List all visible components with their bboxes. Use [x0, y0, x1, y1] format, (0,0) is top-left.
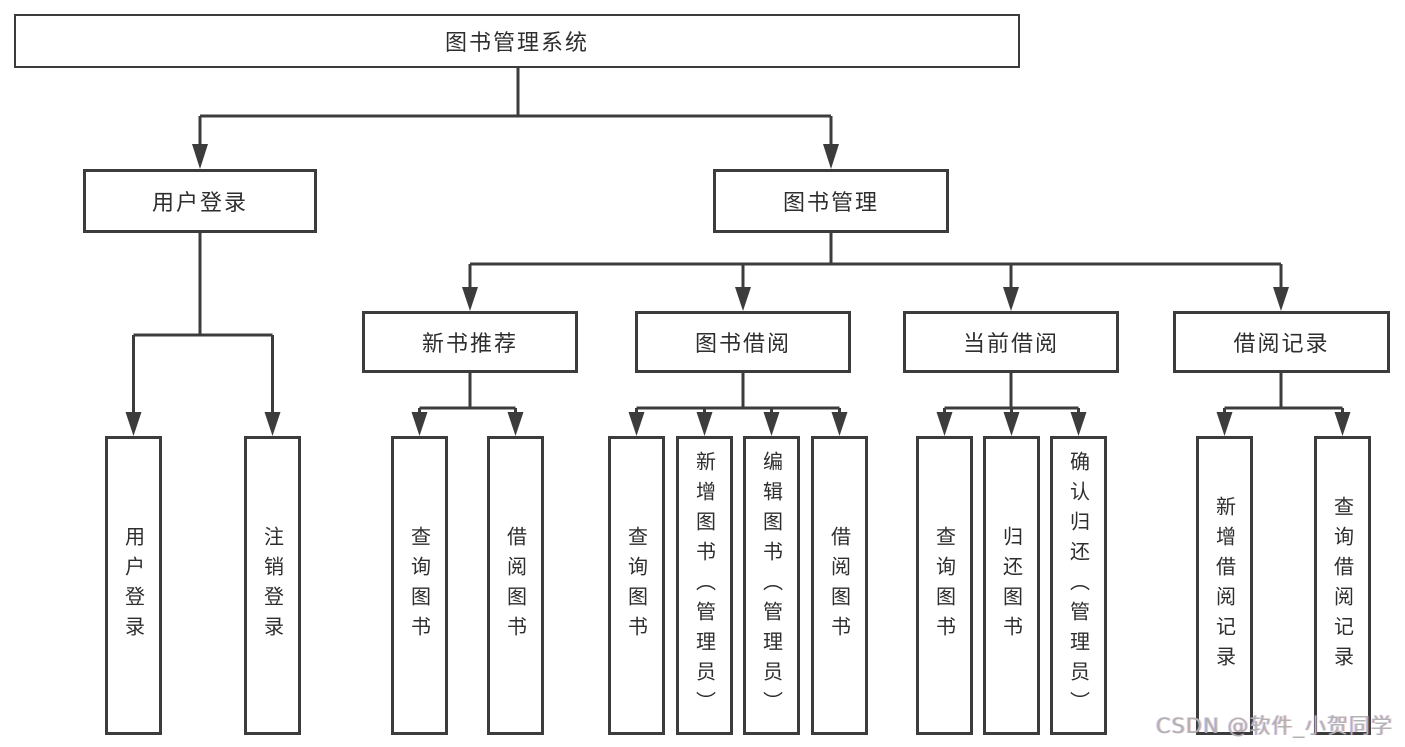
- leaf-bb-query-books: 查询图书: [608, 436, 665, 735]
- node-current-borrowing: 当前借阅: [903, 311, 1119, 373]
- leaf-br-query-borrow-record: 查询借阅记录: [1314, 436, 1371, 735]
- leaf-cb-return-books: 归还图书: [983, 436, 1040, 735]
- leaf-user-login: 用户登录: [105, 436, 162, 735]
- node-user-login: 用户登录: [83, 169, 317, 233]
- leaf-cb-query-books: 查询图书: [916, 436, 973, 735]
- node-new-book-recommend-label: 新书推荐: [421, 332, 518, 357]
- leaf-bb-query-books-label: 查询图书: [624, 525, 649, 646]
- leaf-bb-borrow-books-label: 借阅图书: [827, 525, 852, 646]
- node-book-borrowing-label: 图书借阅: [694, 332, 791, 357]
- node-new-book-recommend: 新书推荐: [362, 311, 578, 373]
- watermark: CSDN @软件_小贺同学: [1155, 714, 1393, 738]
- leaf-nb-query-books: 查询图书: [391, 436, 448, 735]
- leaf-user-login-label: 用户登录: [121, 525, 146, 646]
- node-root-label: 图书管理系统: [444, 31, 589, 56]
- leaf-cb-query-books-label: 查询图书: [932, 525, 957, 646]
- node-book-borrowing: 图书借阅: [635, 311, 851, 373]
- leaf-logout: 注销登录: [244, 436, 301, 735]
- node-user-login-label: 用户登录: [151, 191, 248, 216]
- node-book-management: 图书管理: [713, 169, 949, 233]
- leaf-nb-borrow-books: 借阅图书: [487, 436, 544, 735]
- leaf-bb-edit-books-admin: 编辑图书（管理员）: [743, 436, 800, 735]
- leaf-nb-borrow-books-label: 借阅图书: [503, 525, 528, 646]
- leaf-cb-return-books-label: 归还图书: [999, 525, 1024, 646]
- leaf-nb-query-books-label: 查询图书: [407, 525, 432, 646]
- leaf-br-add-borrow-record-label: 新增借阅记录: [1212, 495, 1237, 676]
- leaf-cb-confirm-return-admin-label: 确认归还（管理员）: [1066, 450, 1091, 721]
- node-current-borrowing-label: 当前借阅: [962, 332, 1059, 357]
- leaf-br-query-borrow-record-label: 查询借阅记录: [1330, 495, 1355, 676]
- node-borrowing-records-label: 借阅记录: [1233, 332, 1330, 357]
- leaf-bb-add-books-admin-label: 新增图书（管理员）: [692, 450, 717, 721]
- leaf-bb-borrow-books: 借阅图书: [811, 436, 868, 735]
- leaf-logout-label: 注销登录: [260, 525, 285, 646]
- node-book-management-label: 图书管理: [782, 191, 879, 216]
- leaf-bb-edit-books-admin-label: 编辑图书（管理员）: [759, 450, 784, 721]
- node-library-management-system: 图书管理系统: [14, 14, 1020, 68]
- leaf-br-add-borrow-record: 新增借阅记录: [1196, 436, 1253, 735]
- leaf-bb-add-books-admin: 新增图书（管理员）: [676, 436, 733, 735]
- node-borrowing-records: 借阅记录: [1173, 311, 1390, 373]
- leaf-cb-confirm-return-admin: 确认归还（管理员）: [1050, 436, 1107, 735]
